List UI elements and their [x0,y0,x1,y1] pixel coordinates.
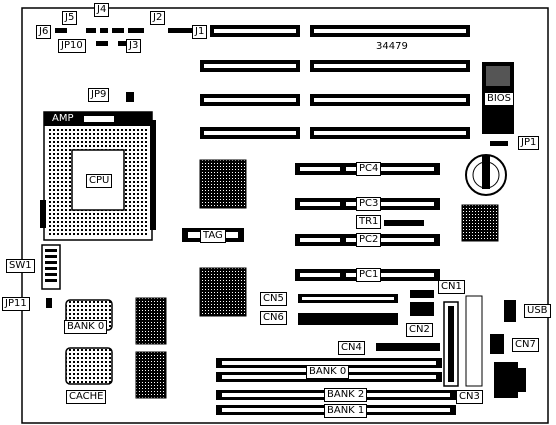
jumper-cluster-top [55,28,508,146]
label-sw1: SW1 [6,259,35,273]
cache-sockets [65,299,113,385]
serial-header-block [465,295,483,387]
label-j1: J1 [192,25,208,39]
label-pc2: PC2 [356,233,382,247]
io-connector [494,362,518,398]
label-j2: J2 [150,11,166,25]
label-pc1: PC1 [356,268,382,282]
label-cache: CACHE [66,390,107,404]
label-cpu: CPU [86,174,113,188]
cn6-connector [298,313,398,325]
label-j3: J3 [126,39,142,53]
label-bank-0: BANK 0 [306,365,350,379]
label-jp10: JP10 [58,39,86,53]
label-usb: USB [524,304,551,318]
label-j5: J5 [62,11,78,25]
usb-header [504,300,516,322]
label-cn6: CN6 [260,311,287,325]
label-bank-1: BANK 1 [324,404,368,418]
label-j4: J4 [94,3,110,17]
jp11-jumper [46,298,52,308]
label-cn7: CN7 [512,338,539,352]
label-cn5: CN5 [260,292,287,306]
label-pc3: PC3 [356,197,382,211]
label-amp: AMP [50,113,76,125]
board-id-label: 34479 [376,41,408,52]
label-j6: J6 [36,25,52,39]
cn7-header [490,334,504,354]
label-jp1: JP1 [518,136,540,150]
label-jp11: JP11 [2,297,30,311]
label-pc4: PC4 [356,162,382,176]
label-cn1: CN1 [438,280,465,294]
chipsets [135,159,499,399]
label-jp9: JP9 [88,88,110,102]
label-tag: TAG [200,229,226,243]
label-tr1: TR1 [356,215,382,229]
label-cn4: CN4 [338,341,365,355]
battery [465,154,507,196]
label-bank-2: BANK 2 [324,388,368,402]
cn2-header [410,302,434,316]
label-cache-bank-0: BANK 0 [64,320,108,334]
cn4-connector [376,343,440,351]
tr1-connector [384,220,424,226]
cn1-header [410,290,434,298]
label-bios: BIOS [484,92,515,106]
label-cn2: CN2 [406,323,433,337]
label-cn3: CN3 [456,390,483,404]
